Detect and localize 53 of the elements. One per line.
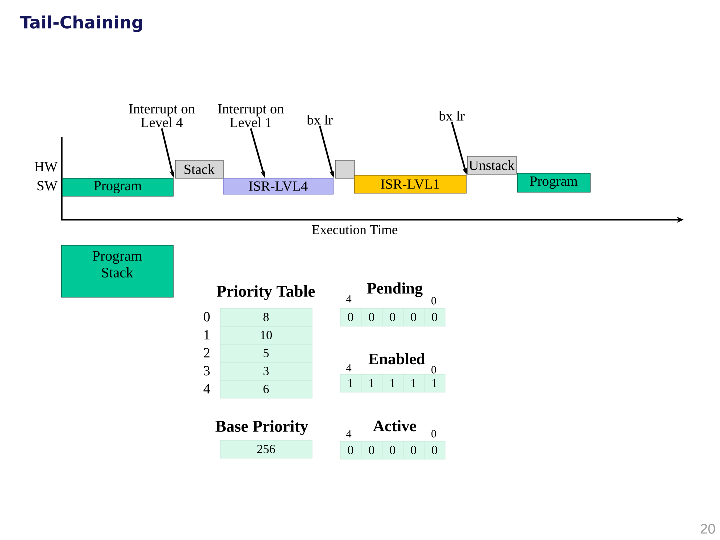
table-cell: 0 bbox=[424, 308, 446, 327]
table-title: Base Priority bbox=[216, 420, 308, 436]
bit-index: 4 bbox=[346, 430, 352, 438]
execution-bar: Program bbox=[517, 173, 591, 193]
table-cell: 10 bbox=[220, 326, 313, 345]
table-cell: 8 bbox=[220, 308, 313, 327]
table-cell: 0 bbox=[382, 441, 404, 460]
execution-bar: ISR-LVL4 bbox=[223, 178, 334, 195]
bit-index: 4 bbox=[346, 295, 352, 303]
row-index: 4 bbox=[204, 384, 210, 394]
table-cell: 0 bbox=[361, 441, 383, 460]
axis-label: Execution Time bbox=[312, 225, 398, 235]
table-cell: 1 bbox=[424, 374, 446, 393]
stack-box: Unstack bbox=[467, 156, 517, 175]
bit-index: 0 bbox=[432, 366, 436, 374]
execution-bar: ISR-LVL1 bbox=[354, 175, 467, 194]
table-cell: 1 bbox=[361, 374, 383, 393]
row-index: 1 bbox=[204, 330, 210, 340]
stack-box: Stack bbox=[175, 160, 224, 179]
callout-text: Interrupt on Level 4 bbox=[129, 104, 196, 128]
table-cell: 0 bbox=[424, 441, 446, 460]
table-cell: 0 bbox=[340, 308, 362, 327]
table-cell: 0 bbox=[403, 441, 425, 460]
row-index: 2 bbox=[204, 348, 210, 358]
table-cell: 1 bbox=[340, 374, 362, 393]
row-index: 3 bbox=[204, 366, 210, 376]
page-number: 20 bbox=[700, 524, 716, 534]
table-cell: 0 bbox=[340, 441, 362, 460]
table-title: Enabled bbox=[368, 353, 426, 365]
table-cell: 0 bbox=[403, 308, 425, 327]
callout-text: bx lr bbox=[306, 115, 333, 125]
callout-text: bx lr bbox=[438, 111, 465, 121]
row-index: 0 bbox=[204, 312, 210, 322]
table-cell: 0 bbox=[361, 308, 383, 327]
table-cell: 1 bbox=[382, 374, 404, 393]
table-cell: 0 bbox=[382, 308, 404, 327]
memory-box: Program Stack bbox=[61, 245, 174, 298]
bit-index: 0 bbox=[432, 297, 436, 305]
table-title: Pending bbox=[367, 282, 423, 298]
slide-title: Tail-Chaining bbox=[20, 16, 142, 32]
axis-label: HW bbox=[34, 162, 58, 172]
table-cell: 5 bbox=[220, 344, 313, 363]
table-cell: 3 bbox=[220, 362, 313, 381]
table-title: Priority Table bbox=[216, 286, 316, 300]
callout-text: Interrupt on Level 1 bbox=[218, 104, 284, 128]
execution-bar: Program bbox=[62, 178, 174, 197]
table-title: Active bbox=[373, 420, 416, 432]
bit-index: 0 bbox=[432, 430, 436, 438]
bit-index: 4 bbox=[346, 364, 352, 372]
stack-box bbox=[335, 160, 355, 179]
table-cell: 256 bbox=[220, 440, 313, 459]
table-cell: 1 bbox=[403, 374, 425, 393]
table-cell: 6 bbox=[220, 380, 313, 399]
